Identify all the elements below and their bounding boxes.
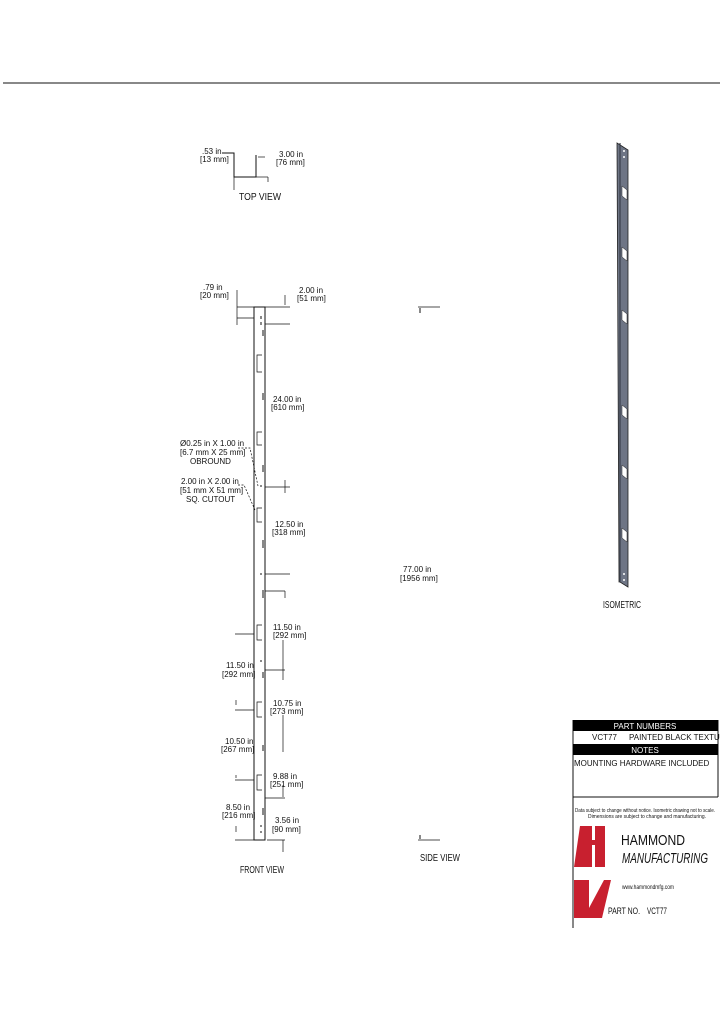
website-link: www.hammondmfg.com <box>621 885 674 891</box>
dim-text: 11.50 in <box>273 623 301 632</box>
dim-text: 3.56 in <box>275 816 299 825</box>
dim-text: [292 mm] <box>222 670 255 679</box>
dim-text: [13 mm] <box>200 155 229 164</box>
dim-text: 9.88 in <box>273 772 297 781</box>
callout-text: Ø0.25 in X 1.00 in <box>180 439 244 448</box>
top-view: .53 in [13 mm] 3.00 in [76 mm] TOP VIEW <box>200 147 305 203</box>
rail-isometric <box>616 142 629 588</box>
dim-text: .53 in <box>202 147 222 156</box>
disclaimer-text: Dimensions are subject to change and man… <box>588 814 706 820</box>
part-numbers-header-text: PART NUMBERS <box>614 722 677 731</box>
dim-text: 24.00 in <box>273 395 301 404</box>
dim-text: [216 mm] <box>222 811 255 820</box>
company-name-line1: HAMMOND <box>621 832 685 849</box>
dim-text: [610 mm] <box>271 403 304 412</box>
isometric-view: ISOMETRIC <box>603 142 641 611</box>
dim-text: [90 mm] <box>272 825 301 834</box>
dim-text: 3.00 in <box>279 150 303 159</box>
part-number: VCT77 <box>592 733 617 742</box>
dim-text: [51 mm] <box>297 294 326 303</box>
dim-text: [251 mm] <box>270 780 303 789</box>
square-cutouts <box>256 354 262 791</box>
dim-text: [1956 mm] <box>400 574 438 583</box>
dim-text: [273 mm] <box>270 707 303 716</box>
dim-text: .79 in <box>203 283 223 292</box>
title-block: PART NUMBERS VCT77 PAINTED BLACK TEXTURE… <box>572 720 720 928</box>
front-view: .79 in [20 mm] 2.00 in [51 mm] 24.00 in … <box>180 283 326 876</box>
dim-text: 10.75 in <box>273 699 301 708</box>
front-view-label: FRONT VIEW <box>240 865 284 876</box>
dim-text: [76 mm] <box>276 158 305 167</box>
callout-text: SQ. CUTOUT <box>186 495 235 504</box>
dim-text: [267 mm] <box>221 745 254 754</box>
dim-text: 2.00 in <box>299 286 323 295</box>
leader-obround <box>238 447 259 487</box>
rail-outline <box>253 306 266 841</box>
side-view-label: SIDE VIEW <box>420 853 460 864</box>
callout-text: 2.00 in X 2.00 in <box>181 477 239 486</box>
disclaimer-text: Data subject to change without notice. I… <box>575 808 715 814</box>
top-view-label: TOP VIEW <box>239 192 281 203</box>
isometric-holes <box>623 150 625 581</box>
callout-text: OBROUND <box>190 457 231 466</box>
part-numbers-header <box>573 720 718 731</box>
dim-text: [318 mm] <box>272 528 305 537</box>
obround-slots <box>260 316 264 833</box>
notes-header-text: NOTES <box>631 746 659 755</box>
notes-text: MOUNTING HARDWARE INCLUDED <box>574 759 709 768</box>
company-name-line2: MANUFACTURING <box>622 850 708 867</box>
dim-text: 11.50 in <box>226 661 254 670</box>
notes-header <box>573 744 718 755</box>
dim-text: 10.50 in <box>225 737 253 746</box>
dim-text: 77.00 in <box>403 565 431 574</box>
part-no-value: VCT77 <box>647 906 667 916</box>
callout-text: [51 mm X 51 mm] <box>180 486 243 495</box>
leader-cutout <box>238 484 256 511</box>
isometric-label: ISOMETRIC <box>603 600 641 611</box>
dim-text: 12.50 in <box>275 520 303 529</box>
side-view: 77.00 in [1956 mm] SIDE VIEW <box>400 306 460 864</box>
dimension-lines <box>235 290 290 852</box>
part-description: PAINTED BLACK TEXTURE <box>629 733 720 742</box>
dim-text: 8.50 in <box>226 803 250 812</box>
part-no-label: PART NO. <box>608 906 640 916</box>
hammond-logo <box>574 826 611 918</box>
dim-text: [20 mm] <box>200 291 229 300</box>
isometric-cutouts <box>621 185 628 543</box>
dim-text: [292 mm] <box>273 631 306 640</box>
callout-text: [6.7 mm X 25 mm] <box>180 448 245 457</box>
